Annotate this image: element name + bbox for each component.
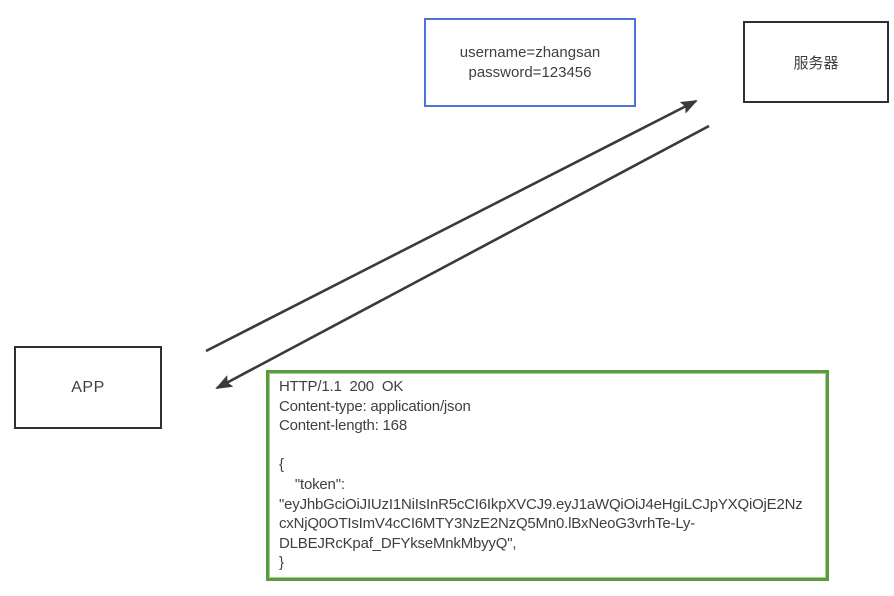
response-token-key: "token":: [279, 475, 345, 493]
credentials-password: password=123456: [468, 63, 592, 81]
credentials-box: username=zhangsan password=123456: [424, 18, 636, 107]
credentials-username: username=zhangsan: [459, 43, 601, 61]
app-label: APP: [71, 378, 105, 396]
response-status-line: HTTP/1.1 200 OK: [279, 378, 404, 395]
server-node: 服务器: [743, 21, 889, 103]
response-token-line-1: "eyJhbGciOiJIUzI1NiIsInR5cCI6IkpXVCJ9.ey…: [279, 495, 803, 513]
response-content-length: Content-length: 168: [279, 417, 407, 435]
response-blank-line: [279, 436, 816, 456]
http-response-box: HTTP/1.1 200 OK Content-type: applicatio…: [266, 370, 829, 581]
response-arrow: [215, 124, 710, 390]
request-arrow: [205, 99, 698, 353]
response-json-open: {: [279, 456, 284, 474]
response-content-type: Content-type: application/json: [279, 397, 471, 415]
server-label: 服务器: [793, 54, 839, 72]
response-json-close: }: [279, 554, 284, 572]
response-token-line-2: cxNjQ0OTIsImV4cCI6MTY3NzE2NzQ5Mn0.lBxNeo…: [279, 515, 696, 533]
response-token-line-3: DLBEJRcKpaf_DFYkseMnkMbyyQ",: [279, 534, 517, 552]
app-node: APP: [14, 346, 162, 429]
